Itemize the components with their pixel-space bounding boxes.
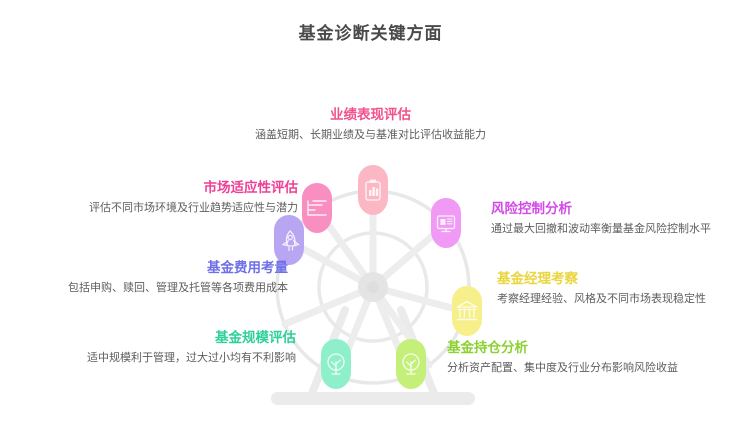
- aspect-title-performance: 业绩表现评估: [330, 107, 411, 122]
- aspect-desc-performance: 涵盖短期、长期业绩及与基准对比评估收益能力: [255, 129, 486, 141]
- aspect-label-fee: 基金费用考量 包括申购、赎回、管理及托管等各项费用成本: [0, 258, 288, 296]
- aspect-desc-market: 评估不同市场环境及行业趋势适应性与潜力: [89, 202, 298, 214]
- aspect-title-scale: 基金规模评估: [215, 330, 296, 345]
- wheel-base: [271, 306, 475, 405]
- aspect-desc-fee: 包括申购、赎回、管理及托管等各项费用成本: [68, 282, 288, 294]
- aspect-label-market: 市场适应性评估 评估不同市场环境及行业趋势适应性与潜力: [2, 178, 298, 216]
- aspect-desc-risk: 通过最大回撤和波动率衡量基金风险控制水平: [491, 223, 711, 235]
- aspect-desc-manager: 考察经理经验、风格及不同市场表现稳定性: [497, 293, 706, 305]
- aspect-title-holdings: 基金持仓分析: [447, 340, 528, 355]
- aspect-title-risk: 风险控制分析: [491, 201, 572, 216]
- aspect-label-holdings: 基金持仓分析 分析资产配置、集中度及行业分布影响风险收益: [447, 338, 741, 376]
- aspect-desc-scale: 适中规模利于管理，过大过小均有不利影响: [87, 352, 296, 364]
- aspect-label-risk: 风险控制分析 通过最大回撤和波动率衡量基金风险控制水平: [491, 199, 741, 237]
- aspect-label-performance: 业绩表现评估 涵盖短期、长期业绩及与基准对比评估收益能力: [0, 105, 741, 143]
- aspect-desc-holdings: 分析资产配置、集中度及行业分布影响风险收益: [447, 362, 678, 374]
- aspect-title-manager: 基金经理考察: [497, 271, 578, 286]
- aspect-label-manager: 基金经理考察 考察经理经验、风格及不同市场表现稳定性: [497, 269, 741, 307]
- aspect-label-scale: 基金规模评估 适中规模利于管理，过大过小均有不利影响: [2, 328, 296, 366]
- wheel-hub-center: [367, 281, 379, 293]
- page-title: 基金诊断关键方面: [298, 24, 443, 43]
- aspect-title-fee: 基金费用考量: [207, 260, 288, 275]
- aspect-title-market: 市场适应性评估: [203, 180, 299, 195]
